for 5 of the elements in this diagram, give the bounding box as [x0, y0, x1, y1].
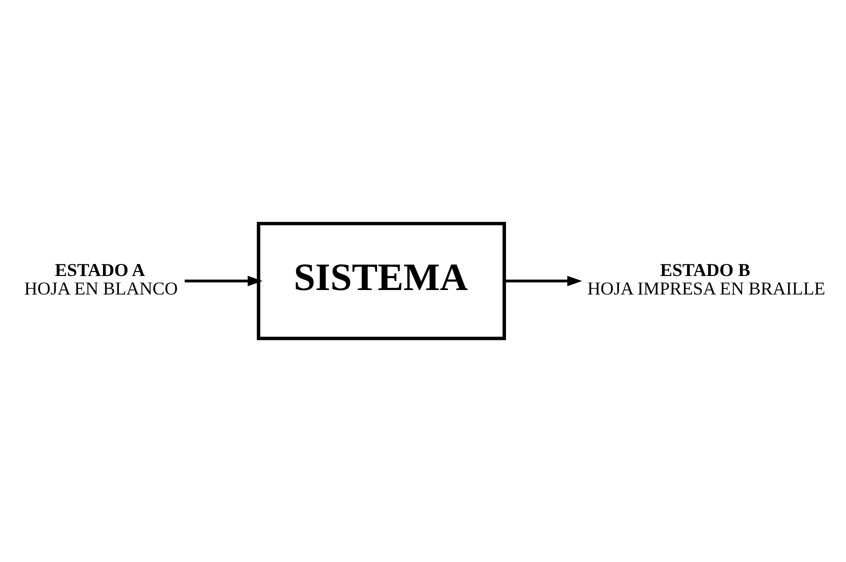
node-text: ESTADO B HOJA IMPRESA EN BRAILLE	[586, 260, 825, 298]
arrow	[504, 276, 582, 286]
arrow	[184, 276, 262, 286]
node-text: ESTADO A HOJA EN BLANCO	[24, 260, 178, 298]
node-box: SISTEMA	[256, 222, 506, 340]
